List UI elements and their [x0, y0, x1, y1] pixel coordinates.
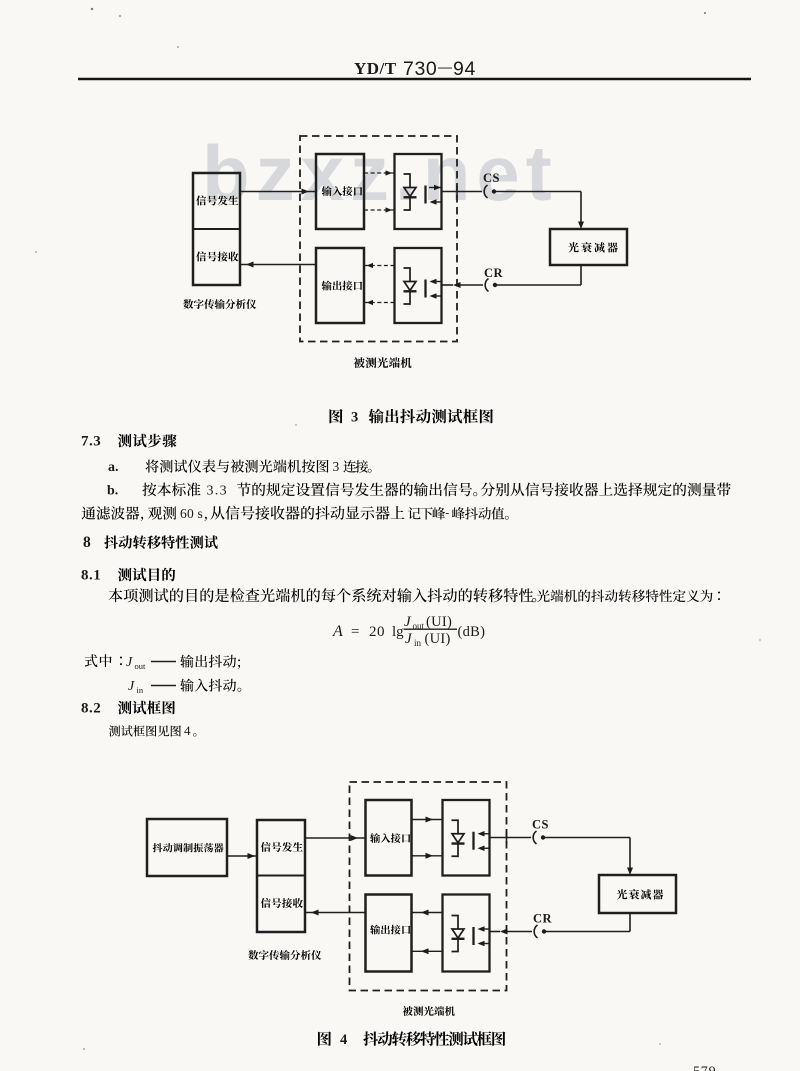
svg-text:8.1: 8.1	[81, 568, 101, 584]
svg-text:(UI): (UI)	[425, 631, 451, 647]
svg-text:CR: CR	[533, 912, 553, 926]
svg-text:J: J	[404, 614, 412, 630]
svg-text:=: =	[351, 624, 359, 640]
svg-text:4: 4	[340, 1032, 347, 1048]
svg-text:CS: CS	[532, 818, 549, 832]
svg-text:YD/T: YD/T	[354, 59, 397, 78]
svg-text:20: 20	[369, 624, 385, 640]
svg-text:in: in	[414, 638, 422, 648]
svg-text:A: A	[332, 623, 343, 640]
svg-text:J: J	[405, 631, 413, 647]
svg-text:7.3: 7.3	[81, 434, 101, 450]
svg-text:4: 4	[184, 723, 191, 738]
svg-text:94: 94	[453, 58, 476, 80]
svg-text:J: J	[128, 679, 135, 694]
svg-text:out: out	[413, 621, 425, 631]
svg-text:—: —	[438, 59, 452, 75]
svg-text:579: 579	[693, 1065, 716, 1071]
svg-text:8: 8	[83, 534, 91, 551]
svg-text:-: -	[445, 506, 449, 520]
svg-text:in: in	[137, 685, 144, 695]
svg-text:(dB): (dB)	[458, 624, 486, 640]
svg-text:bzxz.net: bzxz.net	[202, 129, 558, 217]
svg-text:8.2: 8.2	[81, 701, 101, 717]
svg-text:730: 730	[403, 58, 437, 80]
svg-text:out: out	[135, 661, 147, 671]
svg-text:lg: lg	[392, 624, 404, 640]
svg-text:3: 3	[351, 410, 358, 426]
svg-text:3: 3	[333, 459, 340, 474]
svg-text:3.3: 3.3	[207, 484, 228, 499]
svg-text:CR: CR	[484, 266, 504, 280]
svg-text:b.: b.	[107, 484, 118, 499]
svg-text:J: J	[126, 655, 133, 670]
svg-text:60 s: 60 s	[180, 506, 203, 521]
svg-text:CS: CS	[483, 171, 500, 185]
svg-text:(UI): (UI)	[426, 614, 452, 630]
svg-text:a.: a.	[108, 460, 119, 475]
